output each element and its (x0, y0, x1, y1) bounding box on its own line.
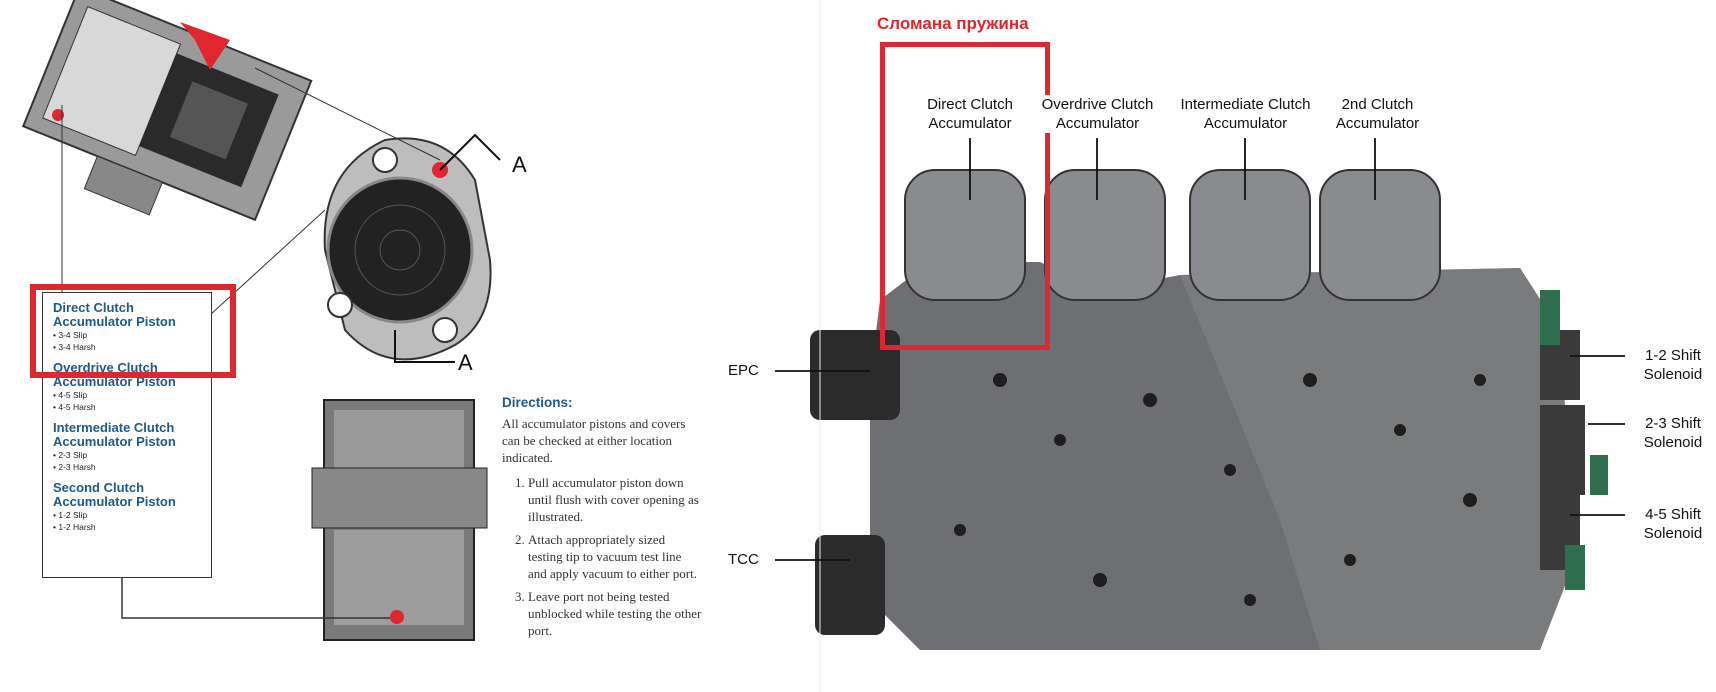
label-2nd-clutch: 2nd Clutch Accumulator (1335, 96, 1420, 132)
label-1-2-shift-solenoid: 1-2 Shift Solenoid (1643, 347, 1703, 383)
valve-body-photo (810, 0, 1608, 692)
piston-bullet: • 4-5 Harsh (53, 402, 96, 412)
piston-bullet: • 3-4 Harsh (53, 342, 96, 352)
label-tcc: TCC (728, 551, 759, 568)
piston-title: Second Clutch Accumulator Piston (53, 480, 176, 509)
piston-item: Overdrive Clutch Accumulator Piston • 4-… (53, 361, 211, 413)
directions-step: Attach appropriately sized testing tip t… (528, 531, 702, 582)
label-epc: EPC (728, 362, 759, 379)
piston-bullet: • 1-2 Slip (53, 510, 88, 520)
label-intermediate-clutch: Intermediate Clutch Accumulator (1180, 96, 1311, 132)
svg-text:A: A (512, 152, 527, 177)
piston-title: Overdrive Clutch Accumulator Piston (53, 360, 176, 389)
piston-bullet: • 3-4 Slip (53, 330, 88, 340)
piston-section-view (61, 105, 488, 641)
label-2-3-shift-solenoid: 2-3 Shift Solenoid (1643, 415, 1703, 451)
svg-text:A: A (458, 350, 473, 375)
directions-step: Leave port not being tested unblocked wh… (528, 588, 702, 639)
piston-bullet: • 4-5 Slip (53, 390, 88, 400)
label-4-5-shift-solenoid: 4-5 Shift Solenoid (1643, 506, 1703, 542)
piston-cutaway (21, 0, 313, 222)
label-arrows (775, 138, 1625, 561)
directions-heading: Directions: (502, 395, 573, 410)
piston-title: Intermediate Clutch Accumulator Piston (53, 420, 176, 449)
piston-bullet: • 2-3 Slip (53, 450, 88, 460)
accumulator-cover (209, 67, 501, 363)
piston-list: Direct Clutch Accumulator Piston • 3-4 S… (42, 292, 212, 578)
piston-item: Second Clutch Accumulator Piston • 1-2 S… (53, 481, 211, 533)
directions-intro: All accumulator pistons and covers can b… (502, 416, 686, 465)
highlight-box-overlay (30, 284, 236, 378)
piston-item: Direct Clutch Accumulator Piston • 3-4 S… (53, 301, 211, 353)
highlight-box-direct-accumulator (880, 42, 1050, 350)
piston-bullet: • 2-3 Harsh (53, 462, 96, 472)
piston-bullet: • 1-2 Harsh (53, 522, 96, 532)
label-overdrive-clutch: Overdrive Clutch Accumulator (1030, 95, 1165, 133)
label-direct-clutch: Direct Clutch Accumulator (927, 96, 1013, 132)
directions-step: Pull accumulator piston down until flush… (528, 474, 702, 525)
directions: Directions: All accumulator pistons and … (502, 394, 702, 645)
piston-title: Direct Clutch Accumulator Piston (53, 300, 176, 329)
piston-item: Intermediate Clutch Accumulator Piston •… (53, 421, 211, 473)
annotation-title: Сломана пружина (877, 14, 1029, 33)
